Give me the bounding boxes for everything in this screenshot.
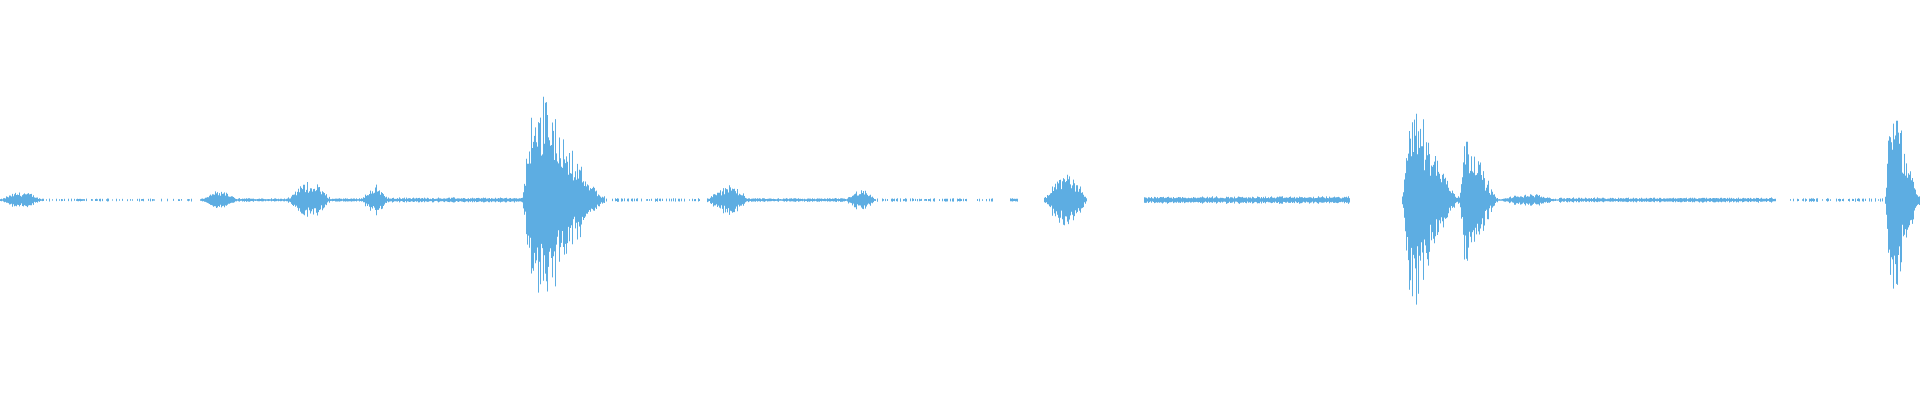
waveform-path <box>0 96 1920 305</box>
waveform-samples <box>0 96 1920 305</box>
